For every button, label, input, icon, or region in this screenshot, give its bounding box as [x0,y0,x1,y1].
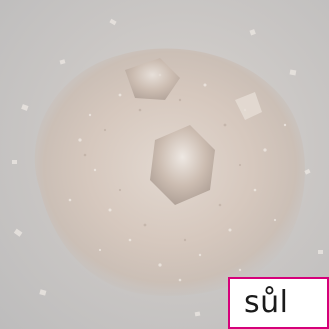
label-text: sůl [244,285,289,320]
salt-crystal-large [150,125,215,205]
salt-crystal-top [125,58,180,100]
label-box: sůl [228,277,329,329]
loose-crystals [12,18,323,317]
